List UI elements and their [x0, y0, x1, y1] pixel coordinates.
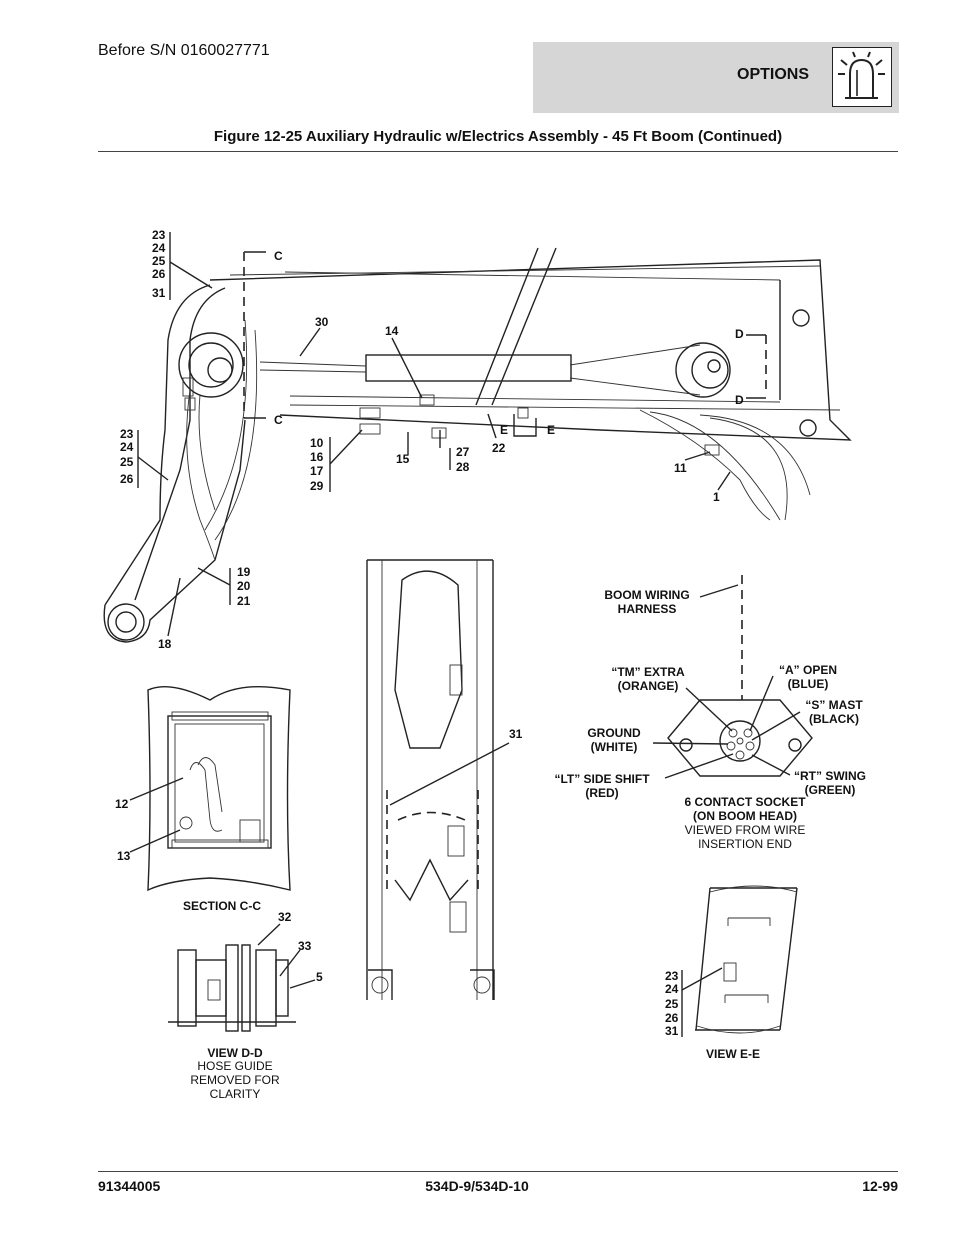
view-dd-note-2: REMOVED FOR [190, 1073, 280, 1087]
callout-27: 27 [456, 445, 470, 459]
callout-11: 11 [674, 461, 687, 475]
callout-30: 30 [315, 315, 329, 329]
callout-26: 26 [152, 267, 166, 281]
callout-32: 32 [278, 910, 292, 924]
callout-15: 15 [396, 452, 410, 466]
doc-number: 91344005 [98, 1178, 161, 1194]
ground-label-1: GROUND [587, 726, 641, 740]
boom-head-view [366, 559, 510, 1000]
s-label-2: (BLACK) [809, 712, 859, 726]
callout-12: 12 [115, 797, 129, 811]
callout-e-31: 31 [665, 1024, 679, 1038]
a-label-2: (BLUE) [788, 677, 829, 691]
view-d-d [168, 923, 316, 1032]
lt-label-2: (RED) [585, 786, 618, 800]
rt-label-2: (GREEN) [805, 783, 856, 797]
s-label-1: “S” MAST [805, 698, 863, 712]
callout-e-24: 24 [665, 982, 679, 996]
callout-16: 16 [310, 450, 324, 464]
page-number: 12-99 [862, 1178, 898, 1194]
tm-label-2: (ORANGE) [618, 679, 679, 693]
harness-label-2: HARNESS [618, 602, 677, 616]
callout-19: 19 [237, 565, 251, 579]
callout-18: 18 [158, 637, 172, 651]
section-c-top: C [274, 249, 283, 263]
harness-label-1: BOOM WIRING [604, 588, 689, 602]
socket-labels: BOOM WIRING HARNESS “TM” EXTRA (ORANGE) … [554, 588, 866, 851]
callout-13: 13 [117, 849, 131, 863]
socket-diagram [652, 575, 813, 779]
callout-28: 28 [456, 460, 470, 474]
callout-23b: 23 [120, 427, 134, 441]
beacon-light-icon [832, 47, 892, 107]
callout-33: 33 [298, 939, 312, 953]
callout-e-23: 23 [665, 969, 679, 983]
section-e-right: E [547, 423, 555, 437]
callout-1: 1 [713, 490, 720, 504]
socket-note-1: VIEWED FROM WIRE [685, 823, 806, 837]
leader-lines [137, 232, 731, 637]
section-cc-title: SECTION C-C [183, 899, 261, 913]
view-dd-note-3: CLARITY [210, 1087, 261, 1101]
model-number: 534D-9/534D-10 [425, 1178, 529, 1194]
callout-25b: 25 [120, 455, 134, 469]
callout-10: 10 [310, 436, 324, 450]
callout-21: 21 [237, 594, 251, 608]
callout-31: 31 [152, 286, 166, 300]
section-c-c-view [129, 685, 291, 892]
callout-20: 20 [237, 579, 251, 593]
callout-14: 14 [385, 324, 399, 338]
serial-number: Before S/N 0160027771 [98, 42, 270, 59]
section-e-left: E [500, 423, 508, 437]
callout-e-25: 25 [665, 997, 679, 1011]
header-rule [98, 151, 898, 152]
view-dd-title: VIEW D-D [207, 1046, 263, 1060]
view-e-e [681, 885, 798, 1037]
footer-rule [98, 1171, 898, 1172]
section-d-top: D [735, 327, 744, 341]
ground-label-2: (WHITE) [591, 740, 638, 754]
callout-31-center: 31 [509, 727, 523, 741]
socket-title-2: (ON BOOM HEAD) [693, 809, 797, 823]
view-ee-title: VIEW E-E [706, 1047, 760, 1061]
callout-23: 23 [152, 228, 166, 242]
section-d-bottom: D [735, 393, 744, 407]
callout-22: 22 [492, 441, 506, 455]
callout-24b: 24 [120, 440, 134, 454]
socket-note-2: INSERTION END [698, 837, 792, 851]
socket-title-1: 6 CONTACT SOCKET [684, 795, 806, 809]
section-label: OPTIONS [737, 66, 810, 83]
callout-25: 25 [152, 254, 166, 268]
view-titles: SECTION C-C VIEW D-D HOSE GUIDE REMOVED … [183, 899, 760, 1101]
callout-e-26: 26 [665, 1011, 679, 1025]
callout-labels: 23 24 25 26 31 C C D D E E 30 14 23 24 2… [115, 228, 744, 1038]
callout-17: 17 [310, 464, 324, 478]
section-c-bottom: C [274, 413, 283, 427]
callout-26b: 26 [120, 472, 134, 486]
callout-29: 29 [310, 479, 324, 493]
lt-label-1: “LT” SIDE SHIFT [554, 772, 650, 786]
callout-5: 5 [316, 970, 323, 984]
tm-label-1: “TM” EXTRA [611, 665, 685, 679]
rt-label-1: “RT” SWING [794, 769, 866, 783]
a-label-1: “A” OPEN [779, 663, 837, 677]
section-tab: OPTIONS [533, 42, 899, 113]
figure-title: Figure 12-25 Auxiliary Hydraulic w/Elect… [213, 128, 783, 145]
boom-assembly [103, 247, 852, 643]
view-dd-note-1: HOSE GUIDE [197, 1059, 272, 1073]
callout-24: 24 [152, 241, 166, 255]
